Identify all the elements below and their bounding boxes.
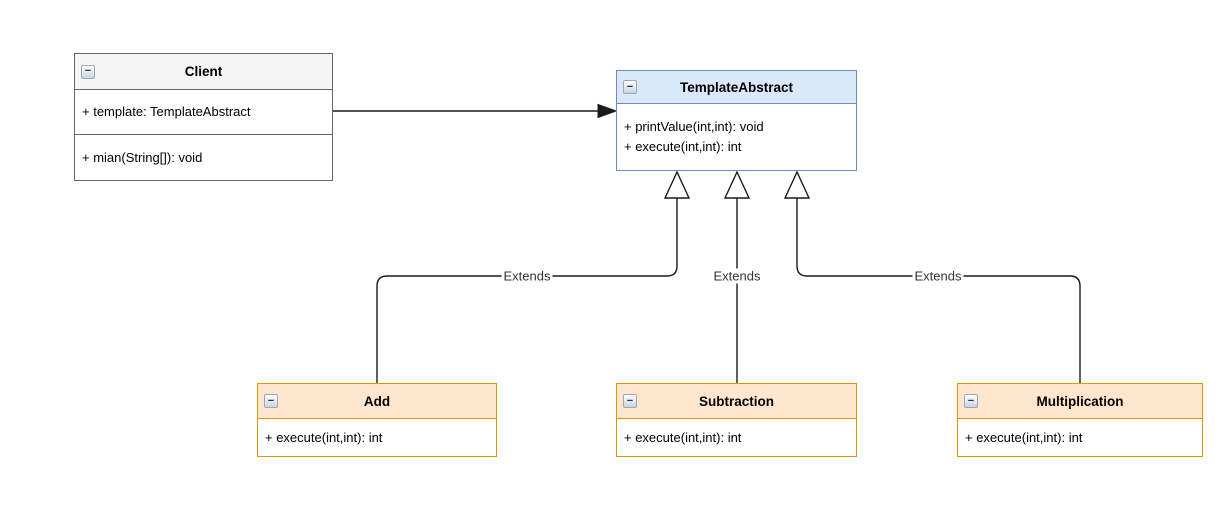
class-method[interactable]: + execute(int,int): int [624,429,742,445]
extends-edge-subtraction[interactable] [723,170,751,383]
association-client-to-template[interactable] [333,103,618,119]
edge-label-extends-multiplication[interactable]: Extends [912,268,964,284]
class-box-client[interactable]: − Client + template: TemplateAbstract + … [74,53,333,181]
class-title: Client [184,64,223,79]
class-box-subtraction[interactable]: − Subtraction + execute(int,int): int [616,383,857,457]
collapse-minus-icon[interactable]: − [964,394,978,408]
class-methods-section: + execute(int,int): int [958,419,1202,456]
arrowhead-solid-icon [597,103,618,119]
collapse-minus-icon[interactable]: − [623,394,637,408]
arrowhead-hollow-triangle-icon [663,170,691,199]
class-header: − TemplateAbstract [617,71,856,104]
edge-label-extends-subtraction[interactable]: Extends [711,268,763,284]
class-title: Add [363,393,391,409]
extends-line-add [376,198,678,383]
class-method[interactable]: + execute(int,int): int [624,139,742,154]
class-title: Multiplication [1036,393,1124,409]
class-method[interactable]: + execute(int,int): int [265,429,383,445]
extends-line-multiplication [796,198,1081,383]
class-methods-section: + execute(int,int): int [258,419,496,456]
arrowhead-hollow-triangle-icon [723,170,751,199]
class-methods-section: + mian(String[]): void [75,134,332,180]
class-title: Subtraction [698,393,774,409]
class-header: − Add [258,384,496,419]
class-header: − Client [75,54,332,90]
class-attributes-section: + template: TemplateAbstract [75,90,332,134]
class-method[interactable]: + execute(int,int): int [965,429,1083,445]
collapse-minus-icon[interactable]: − [264,394,278,408]
arrowhead-hollow-triangle-icon [783,170,811,199]
class-box-add[interactable]: − Add + execute(int,int): int [257,383,497,457]
class-methods-section: + printValue(int,int): void + execute(in… [617,104,856,170]
class-methods-section: + execute(int,int): int [617,419,856,456]
collapse-minus-icon[interactable]: − [623,80,637,94]
collapse-minus-icon[interactable]: − [81,64,95,79]
class-method[interactable]: + mian(String[]): void [82,149,203,165]
class-attribute[interactable]: + template: TemplateAbstract [82,104,251,119]
class-box-template-abstract[interactable]: − TemplateAbstract + printValue(int,int)… [616,70,857,171]
edge-label-extends-add[interactable]: Extends [501,268,553,284]
class-header: − Subtraction [617,384,856,419]
class-title: TemplateAbstract [679,79,794,95]
class-box-multiplication[interactable]: − Multiplication + execute(int,int): int [957,383,1203,457]
class-method[interactable]: + printValue(int,int): void [624,119,764,134]
class-header: − Multiplication [958,384,1202,419]
